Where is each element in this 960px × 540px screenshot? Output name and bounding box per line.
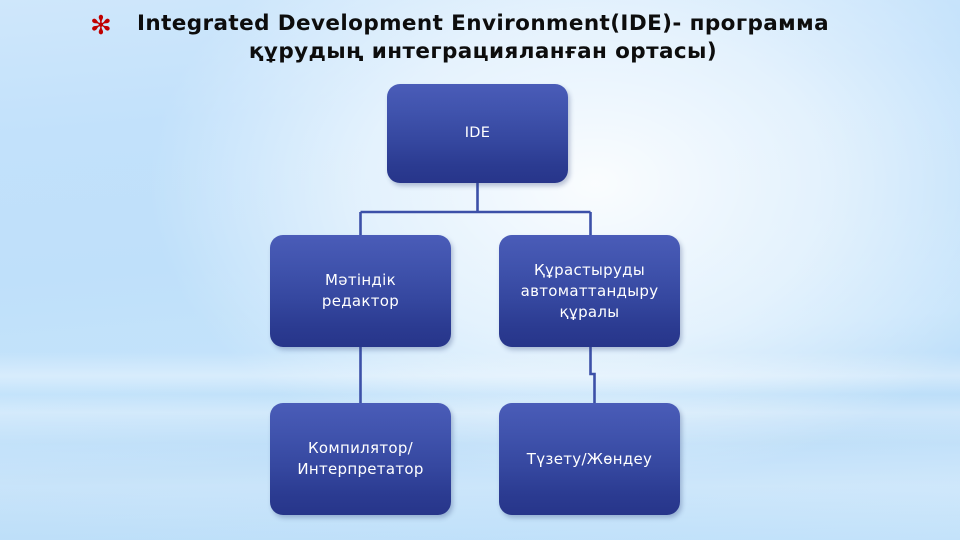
diagram-node-compiler[interactable]: Компилятор/ Интерпретатор (270, 403, 451, 515)
diagram-node-build-automation[interactable]: Құрастыруды автоматтандыру құралы (499, 235, 680, 347)
diagram-node-debugger-label: Түзету/Жөндеу (526, 449, 653, 468)
edge-build-to-debug (589, 347, 596, 405)
diagram-node-debugger[interactable]: Түзету/Жөндеу (499, 403, 680, 515)
diagram-node-text-editor-label: Мәтіндік редактор (321, 271, 400, 310)
page-title: ✻ Integrated Development Environment(IDE… (60, 10, 906, 66)
diagram-node-compiler-label: Компилятор/ Интерпретатор (297, 439, 424, 478)
page-title-text: Integrated Development Environment(IDE)-… (136, 11, 830, 64)
diagram-node-text-editor[interactable]: Мәтіндік редактор (270, 235, 451, 347)
diagram-node-build-automation-label: Құрастыруды автоматтандыру құралы (520, 260, 659, 321)
diagram-node-ide-label: IDE (464, 125, 491, 141)
asterisk-bullet-icon: ✻ (90, 11, 112, 41)
diagram-node-ide[interactable]: IDE (387, 84, 568, 183)
